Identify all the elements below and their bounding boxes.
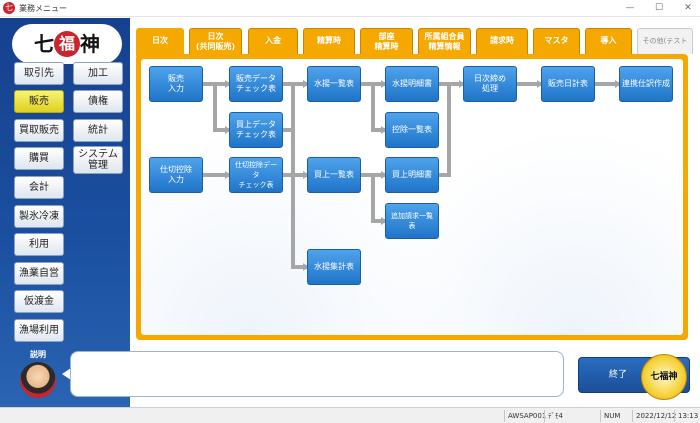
description-label: 説明	[30, 350, 46, 359]
arrow	[303, 171, 309, 179]
flow-hanbai-nikkei[interactable]: 販売日計表	[541, 66, 595, 102]
nav-tokei[interactable]: 統計	[73, 119, 123, 142]
close-button[interactable]: ✕	[684, 3, 692, 13]
flow-mizuage-meisai[interactable]: 水揚明細書	[385, 66, 439, 102]
arrow	[381, 171, 387, 179]
connector	[213, 128, 229, 132]
sidebar: 七福神 取引先 販売 買取販売 購買 会計 製氷冷凍 利用 漁業自営 仮渡金 漁…	[0, 18, 130, 407]
app-icon: 七	[3, 2, 15, 14]
connector	[371, 128, 385, 132]
nav-riyo[interactable]: 利用	[14, 233, 64, 256]
connector	[203, 173, 229, 177]
arrow	[381, 217, 387, 225]
connector	[517, 82, 541, 86]
arrow	[381, 126, 387, 134]
connector	[283, 128, 295, 132]
flow-kaiage-meisai[interactable]: 買上明細書	[385, 157, 439, 193]
arrow	[537, 80, 543, 88]
nav-saiken[interactable]: 債権	[73, 90, 123, 113]
tab-seisanji[interactable]: 精算時	[303, 28, 355, 54]
arrow	[459, 80, 465, 88]
status-time: 13:13	[674, 410, 700, 422]
nav-system-kanri[interactable]: システム 管理	[73, 146, 123, 174]
tab-nichiji[interactable]: 日次	[136, 28, 184, 56]
window-title: 業務メニュー	[19, 4, 67, 13]
maximize-button[interactable]: ☐	[654, 3, 664, 13]
tab-donyu[interactable]: 導入	[585, 28, 632, 54]
arrow	[225, 171, 231, 179]
connector	[439, 173, 451, 177]
flow-hanbai-nyuryoku[interactable]: 販売 入力	[149, 66, 203, 102]
tab-seikyuji[interactable]: 請求時	[476, 28, 528, 54]
flow-mizuage-shukei[interactable]: 水揚集計表	[307, 249, 361, 285]
minimize-button[interactable]: —	[625, 3, 635, 13]
flow-mizuage-ichiran[interactable]: 水揚一覧表	[307, 66, 361, 102]
connector	[291, 265, 307, 269]
arrow	[381, 80, 387, 88]
connector	[595, 82, 619, 86]
logo-char-center: 福	[54, 31, 80, 57]
connector	[291, 82, 295, 268]
tab-buza-seisanji[interactable]: 部座 精算時	[360, 28, 413, 54]
flow-hanbai-check[interactable]: 販売データ チェック表	[229, 66, 283, 102]
logo: 七福神	[12, 24, 122, 64]
nav-seihyo-reito[interactable]: 製氷冷凍	[14, 205, 64, 228]
flow-nichiji-shime-shori[interactable]: 日次締め 処理	[463, 66, 517, 102]
nav-karitokin[interactable]: 仮渡金	[14, 290, 64, 313]
connector	[213, 84, 217, 131]
arrow	[225, 126, 231, 134]
tab-nyukin[interactable]: 入金	[248, 28, 298, 54]
connector	[439, 82, 463, 86]
tab-shozoku-kumiaiin[interactable]: 所属組合員 精算情報	[418, 28, 471, 54]
nav-kaikei[interactable]: 会計	[14, 176, 64, 199]
description-box	[70, 351, 564, 397]
flow-kojo-ichiran[interactable]: 控除一覧表	[385, 112, 439, 148]
logo-char-right: 神	[80, 32, 100, 56]
tab-sonota-test: その他(テスト用)	[637, 28, 693, 69]
nav-kako[interactable]: 加工	[73, 62, 123, 85]
flow-shikiri-kojo-check[interactable]: 仕切控除データ チェック表	[229, 157, 283, 193]
arrow	[225, 80, 231, 88]
tab-nichiji-kyodo[interactable]: 日次 (共同販売)	[189, 28, 242, 54]
nav-kaitori-hanbai[interactable]: 買取販売	[14, 119, 64, 142]
connector	[371, 175, 375, 222]
status-program: AWSAP001	[504, 410, 546, 422]
flow-diagram: 販売 入力 販売データ チェック表 買上データ チェック表 仕切控除 入力 仕切…	[141, 59, 683, 335]
connector	[371, 84, 375, 131]
nav-hanbai[interactable]: 販売	[14, 90, 64, 113]
status-num: NUM	[600, 410, 632, 422]
flow-kaiage-check[interactable]: 買上データ チェック表	[229, 112, 283, 148]
nav-kobai[interactable]: 購買	[14, 147, 64, 170]
flow-renkei-shiwake[interactable]: 連携仕訳作成	[619, 66, 673, 102]
connector	[283, 82, 307, 86]
nav-gyojo-riyo[interactable]: 漁場利用	[14, 319, 64, 342]
description-pointer	[62, 368, 71, 380]
status-date: 2022/12/12	[632, 410, 676, 422]
connector	[283, 173, 307, 177]
connector	[447, 82, 451, 177]
arrow	[615, 80, 621, 88]
tab-master[interactable]: マスタ	[533, 28, 580, 54]
status-mode: ﾃﾞﾓ4	[544, 410, 600, 422]
connector	[371, 219, 385, 223]
flow-shikiri-kojo-nyuryoku[interactable]: 仕切控除 入力	[149, 157, 203, 193]
nav-torihikisaki[interactable]: 取引先	[14, 62, 64, 85]
logo-char-left: 七	[34, 32, 54, 56]
flow-kaiage-ichiran[interactable]: 買上一覧表	[307, 157, 361, 193]
nav-gyogyo-jiei[interactable]: 漁業自営	[14, 262, 64, 285]
arrow	[303, 80, 309, 88]
flow-tsuika-seikyu-ichiran[interactable]: 追加請求一覧表	[385, 203, 439, 239]
exit-logo-icon: 七福神	[641, 354, 687, 400]
status-bar: AWSAP001 ﾃﾞﾓ4 NUM 2022/12/12 13:13	[0, 407, 700, 423]
mascot-icon	[20, 362, 56, 398]
window-titlebar: 七 業務メニュー — ☐ ✕	[0, 0, 700, 17]
flow-panel: 販売 入力 販売データ チェック表 買上データ チェック表 仕切控除 入力 仕切…	[136, 54, 688, 340]
arrow	[303, 263, 309, 271]
